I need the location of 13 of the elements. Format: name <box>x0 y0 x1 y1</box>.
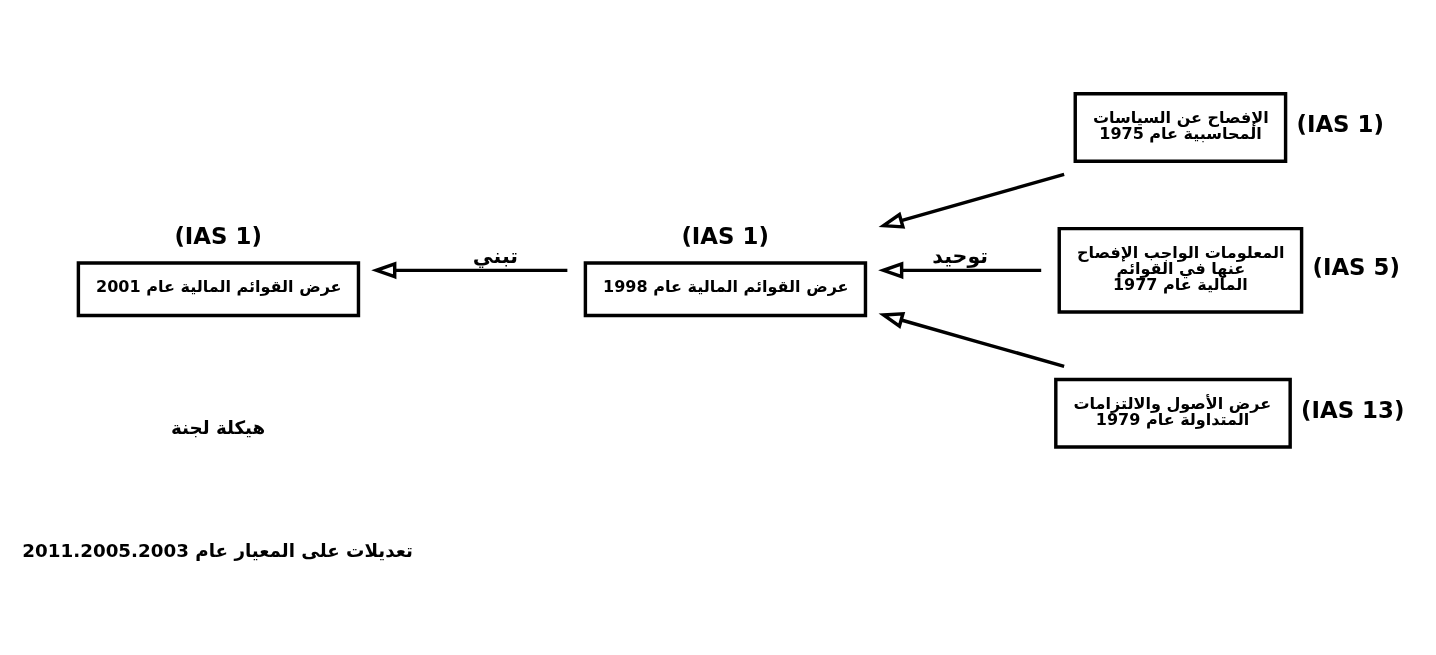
label: تعديلات على المعيار عام 2011.2005.2003 <box>22 540 413 562</box>
node-label: (IAS 1) <box>174 223 262 250</box>
arrow <box>371 261 568 280</box>
arrow <box>878 261 1042 280</box>
label: هيكلة لجنة <box>170 416 266 438</box>
edge-label: تبني <box>472 243 519 268</box>
node-label: (IAS 1) <box>681 223 769 250</box>
node-label: (IAS 1) <box>1296 111 1384 138</box>
edge-label: توحيد <box>932 243 989 268</box>
arrow <box>878 172 1065 229</box>
arrow <box>878 312 1065 368</box>
node-label: (IAS 5) <box>1312 253 1400 280</box>
node-label: (IAS 13) <box>1301 396 1405 423</box>
